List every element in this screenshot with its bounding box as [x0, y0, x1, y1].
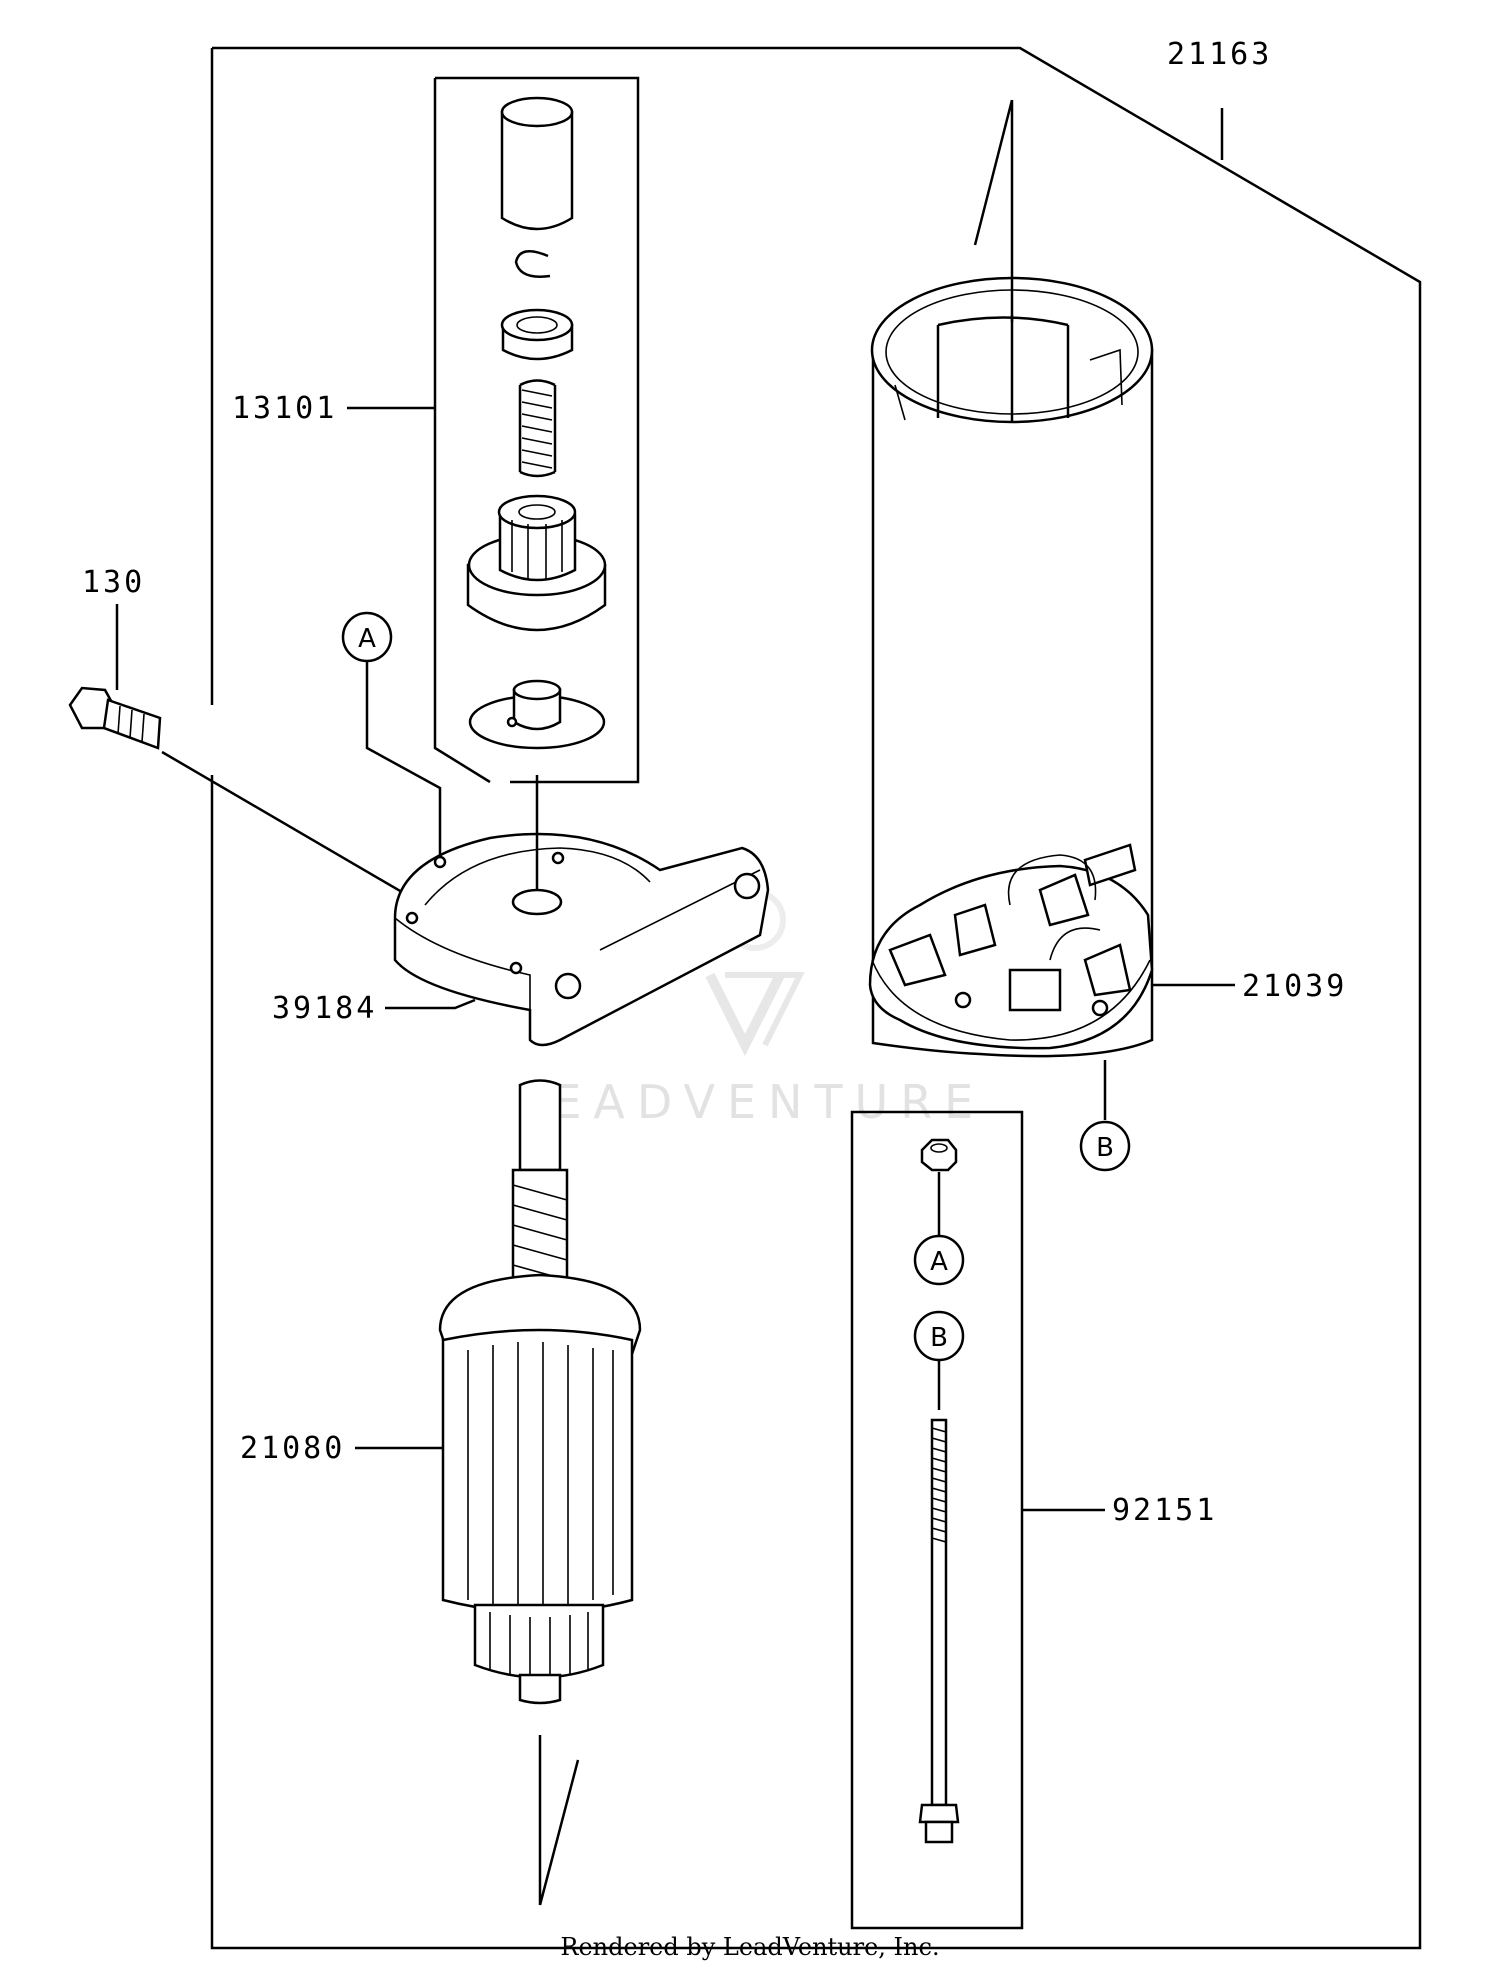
part-number-21039: 21039: [1242, 969, 1347, 1004]
snap-ring: [514, 249, 551, 278]
callout-a-top-label: A: [358, 624, 376, 654]
part-number-130: 130: [82, 565, 145, 600]
part-number-39184: 39184: [272, 991, 377, 1026]
assembly-frame: [210, 46, 1422, 1950]
callout-b-bolt-label: B: [930, 1323, 948, 1353]
callout-b-right-label: B: [1096, 1133, 1114, 1163]
callout-a-bolt-label: A: [930, 1247, 948, 1277]
footer-credit: Rendered by LeadVenture, Inc.: [560, 1933, 939, 1961]
drive-end-bracket-39184: [393, 832, 770, 1047]
part-number-21080: 21080: [240, 1431, 345, 1466]
part-number-13101: 13101: [232, 391, 337, 426]
watermark: LEADVENTURE: [515, 889, 986, 1129]
bolt-130: [68, 686, 162, 750]
pinion-kit: [466, 96, 607, 750]
pinion-spring: [518, 379, 557, 478]
leader-21163: [973, 99, 1224, 322]
callout-b-right: B: [1079, 1120, 1131, 1172]
pinion-stop: [468, 679, 606, 750]
part-number-92151: 92151: [1112, 1493, 1217, 1528]
callout-b-bolt: B: [913, 1310, 965, 1362]
callout-a-top: A: [341, 611, 393, 663]
leader-armature-axis: [538, 1735, 580, 1906]
leader-39184: [385, 998, 476, 1010]
callout-a-bolt: A: [913, 1234, 965, 1286]
leader-callout-a: [365, 661, 442, 862]
through-bolt-92151: [918, 1418, 960, 1844]
watermark-text: LEADVENTURE: [515, 1075, 986, 1129]
pinion-gear: [466, 494, 607, 632]
pinion-collar: [500, 308, 574, 361]
through-bolt-nut: [920, 1138, 958, 1172]
part-number-21163: 21163: [1167, 37, 1272, 72]
kit-bracket-92151: [850, 1110, 1024, 1930]
pinion-cap: [500, 96, 574, 231]
kit-bracket-13101: [433, 76, 640, 784]
armature-21080: [438, 1079, 642, 1705]
brush-plate-21039: [868, 843, 1154, 1050]
